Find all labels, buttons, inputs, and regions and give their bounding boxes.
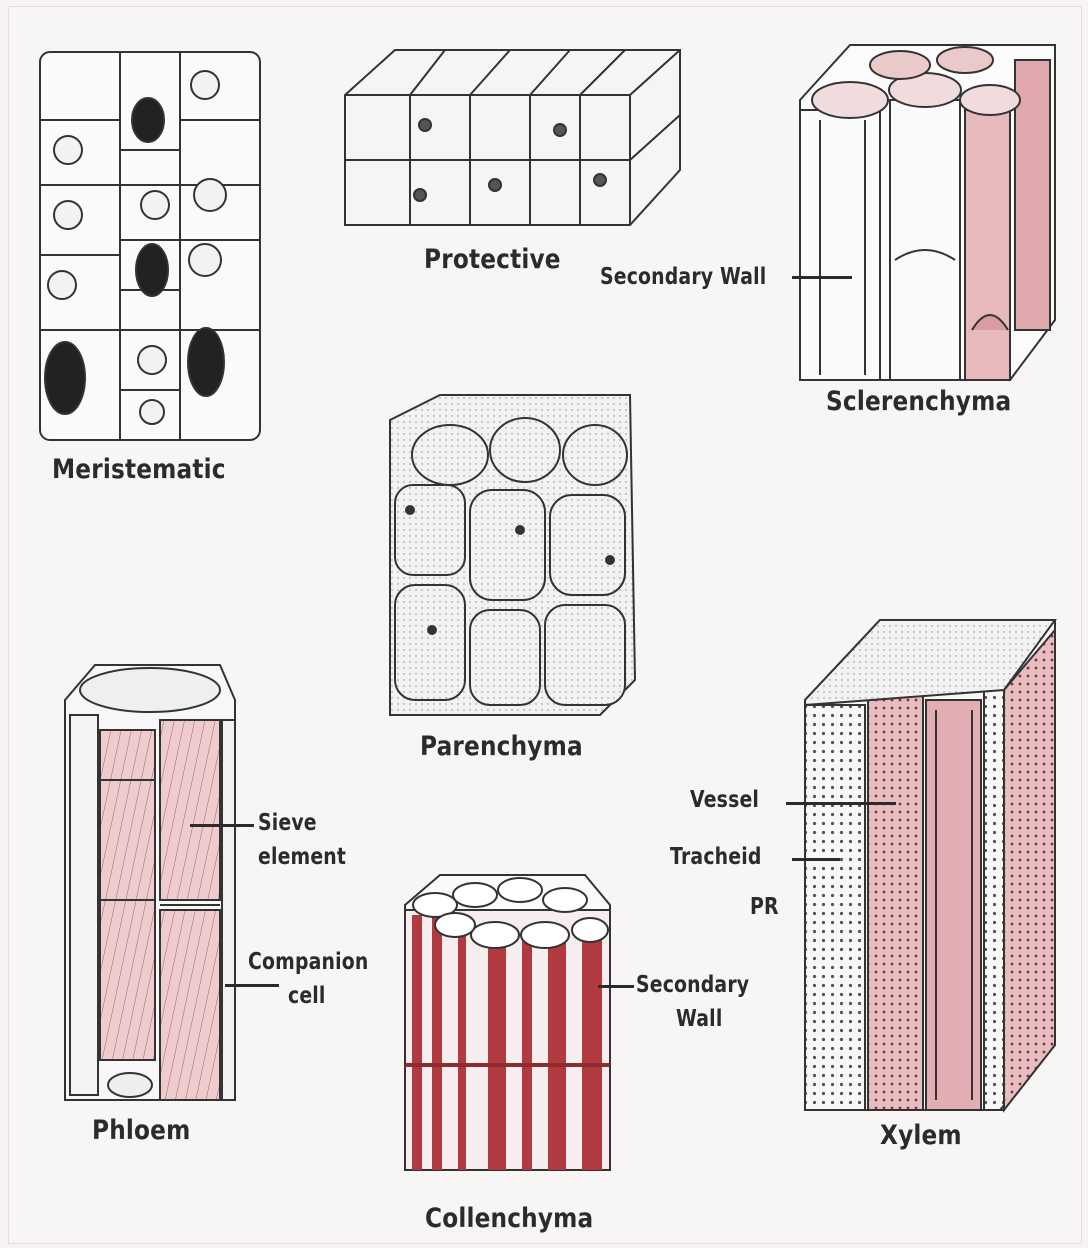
- vessel-label: Vessel: [690, 783, 759, 817]
- collenchyma-label: Collenchyma: [425, 1203, 593, 1234]
- collenchyma-drawing: [405, 875, 610, 1170]
- tracheid-leader: [792, 858, 840, 861]
- tracheid-label: Tracheid: [670, 840, 762, 874]
- secondary-wall-label: Secondary Wall: [600, 260, 766, 294]
- secondary-wall-bottom-label-line2: Wall: [676, 1002, 722, 1036]
- meristematic-drawing: [40, 52, 260, 440]
- protective-drawing: [345, 50, 680, 225]
- companion-cell-leader: [225, 984, 279, 987]
- sieve-element-label-line1: Sieve: [258, 806, 317, 840]
- meristematic-label: Meristematic: [52, 454, 226, 485]
- vessel-leader: [786, 802, 896, 805]
- sieve-element-label-line2: element: [258, 840, 346, 874]
- sieve-element-leader: [190, 824, 254, 827]
- protective-label: Protective: [424, 244, 561, 275]
- secondary-wall-bottom-label-line1: Secondary: [636, 968, 749, 1002]
- sclerenchyma-drawing: [800, 45, 1055, 380]
- parenchyma-label: Parenchyma: [420, 731, 583, 762]
- sclerenchyma-label: Sclerenchyma: [826, 386, 1011, 417]
- secondary-wall-leader: [792, 276, 852, 279]
- phloem-label: Phloem: [92, 1115, 190, 1146]
- xylem-drawing: [805, 620, 1055, 1110]
- companion-cell-label-line2: cell: [288, 979, 326, 1013]
- companion-cell-label-line1: Companion: [248, 945, 368, 979]
- phloem-drawing: [65, 665, 235, 1100]
- xylem-label: Xylem: [880, 1120, 962, 1151]
- parenchyma-drawing: [390, 395, 635, 715]
- pr-label: PR: [750, 890, 779, 924]
- secondary-wall-bottom-leader: [598, 985, 634, 988]
